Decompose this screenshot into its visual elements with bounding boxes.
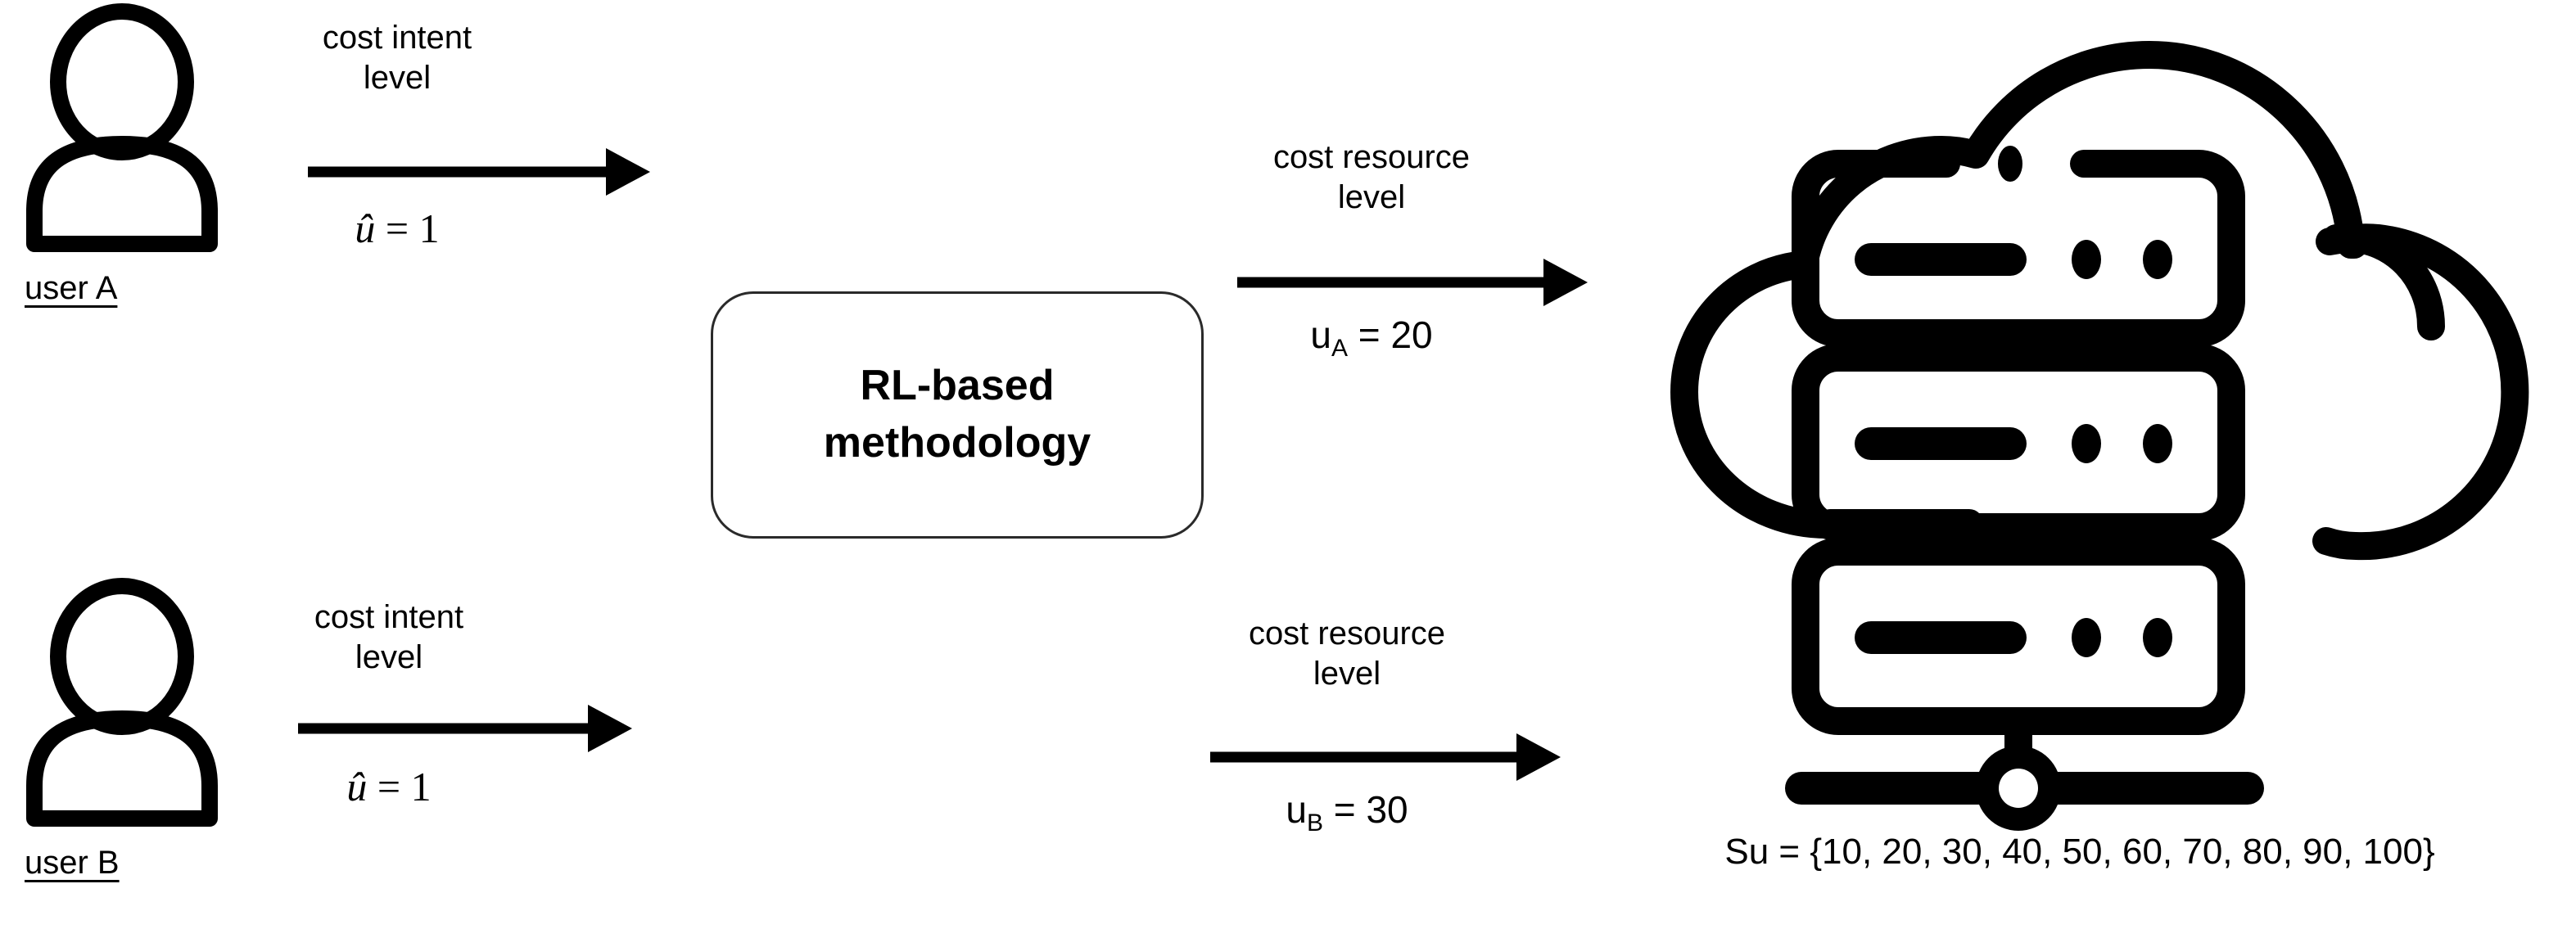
output-b-number: 30 — [1366, 788, 1408, 831]
output-b-label-line2: level — [1313, 655, 1381, 692]
rl-methodology-box[interactable]: RL-based methodology — [711, 291, 1204, 539]
su-set-label: Su = {10, 20, 30, 40, 50, 60, 70, 80, 90… — [1724, 832, 2435, 872]
output-b-subscript: B — [1306, 809, 1323, 837]
output-a-label: cost resource level — [1212, 138, 1531, 218]
arrow-methodology-to-cloud-b — [1205, 728, 1566, 786]
user-a-icon — [11, 3, 233, 252]
user-b-caption: user B — [25, 845, 120, 881]
arrow-methodology-to-cloud-a — [1232, 254, 1593, 311]
arrow-user-b-to-methodology — [293, 700, 637, 757]
user-b-intent-label-line1: cost intent — [314, 599, 464, 635]
user-a-intent-value: û = 1 — [278, 205, 516, 252]
output-a-number: 20 — [1390, 313, 1433, 356]
user-b-intent-number: 1 — [410, 764, 432, 809]
rl-methodology-line1: RL-based — [860, 362, 1055, 410]
user-b-intent-value: û = 1 — [270, 763, 508, 810]
output-a-value: uA = 20 — [1212, 313, 1531, 361]
user-a-intent-number: 1 — [418, 205, 440, 251]
user-a-caption: user A — [25, 270, 118, 306]
rl-methodology-text: RL-based methodology — [824, 358, 1091, 471]
output-b-symbol: u — [1286, 788, 1307, 831]
user-b-intent-symbol: û — [346, 764, 368, 809]
user-b-icon — [11, 578, 233, 827]
arrow-user-a-to-methodology — [303, 143, 655, 201]
user-a-intent-label-line2: level — [363, 59, 432, 96]
user-a-intent-op: = — [385, 205, 409, 251]
output-a-label-line2: level — [1337, 178, 1406, 215]
output-b-value: uB = 30 — [1187, 787, 1507, 836]
output-a-label-line1: cost resource — [1272, 139, 1471, 175]
user-b-intent-label-line2: level — [355, 638, 423, 675]
output-a-symbol: u — [1310, 313, 1331, 356]
output-b-label-line1: cost resource — [1248, 616, 1446, 652]
user-b-intent-op: = — [377, 764, 401, 809]
output-a-subscript: A — [1331, 335, 1348, 363]
user-a-intent-label-line1: cost intent — [322, 20, 472, 56]
cloud-server-icon — [1625, 37, 2529, 831]
user-a-intent-symbol: û — [355, 205, 376, 251]
output-b-label: cost resource level — [1187, 614, 1507, 694]
user-a-intent-label: cost intent level — [278, 18, 516, 98]
rl-methodology-line2: methodology — [823, 419, 1091, 467]
user-b-intent-label: cost intent level — [270, 598, 508, 678]
output-b-op: = — [1323, 788, 1367, 831]
output-a-op: = — [1348, 313, 1391, 356]
